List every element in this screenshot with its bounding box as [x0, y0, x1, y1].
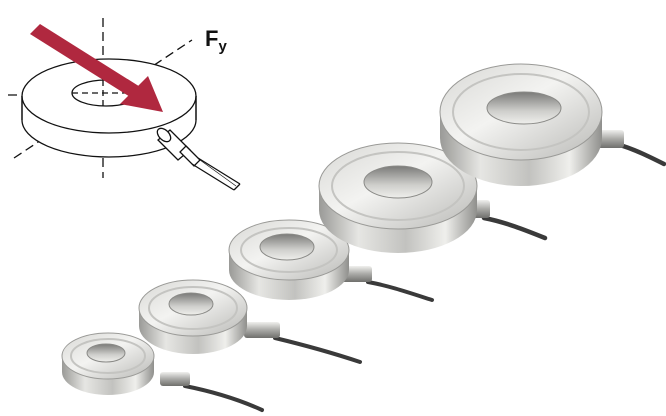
load-cell-4	[318, 142, 490, 253]
sensor-cables	[183, 142, 666, 412]
force-symbol: F	[205, 26, 219, 51]
load-cell-5	[439, 63, 624, 186]
load-cell-1	[61, 332, 190, 395]
cable-gland-drawing	[156, 127, 241, 191]
load-cell-3	[228, 219, 372, 300]
cable-2	[273, 336, 362, 364]
force-diagram	[8, 18, 241, 191]
cable-5	[617, 142, 666, 167]
cable-3	[366, 280, 434, 302]
force-arrow	[30, 24, 163, 112]
force-subscript: y	[218, 38, 227, 55]
load-cell-2	[138, 279, 280, 354]
cable-4	[481, 215, 548, 241]
force-arrow-shaft	[30, 24, 145, 100]
force-label: Fy	[205, 26, 227, 55]
connector-1	[160, 372, 190, 386]
cable-1	[183, 384, 264, 412]
force-arrow-head	[120, 76, 163, 112]
connector-2	[244, 322, 280, 338]
